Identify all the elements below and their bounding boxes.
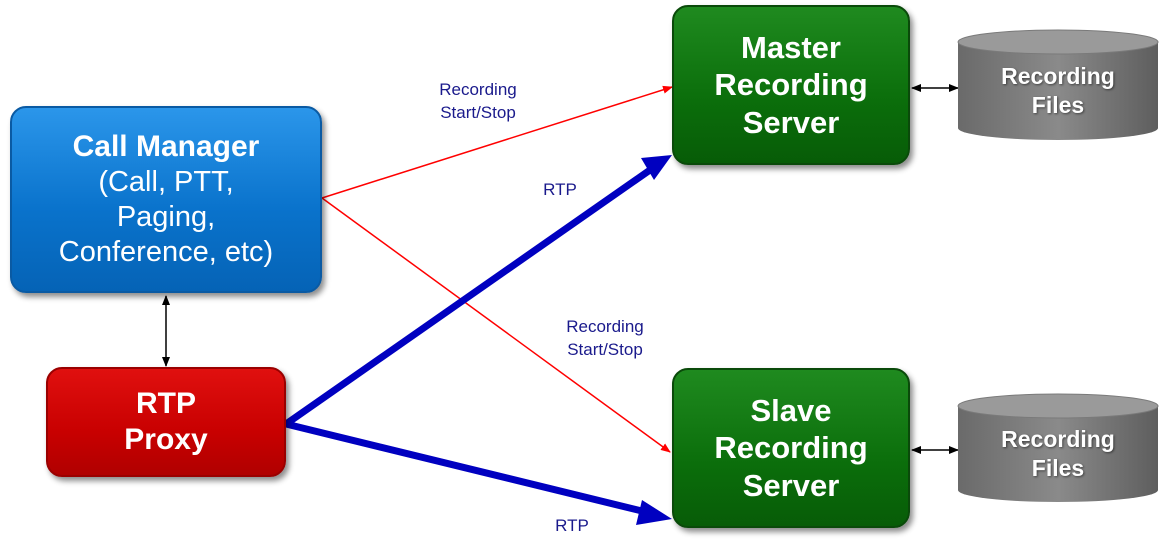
- recording-slave-line-1: Recording: [566, 317, 644, 336]
- call-manager-line-3: Paging,: [116, 201, 216, 234]
- slave-files-line-2: Files: [1031, 454, 1085, 481]
- recording-start-stop-master-label: Recording Start/Stop: [418, 79, 538, 125]
- rtp-arrow-to-master: [282, 166, 654, 428]
- master-server-line-3: Server: [742, 104, 840, 140]
- master-server-box: Master Recording Server: [672, 5, 910, 165]
- rtp-proxy-box: RTP Proxy: [46, 367, 286, 477]
- master-files-line-1: Recording: [1001, 63, 1115, 89]
- master-files-label: Recording Files: [958, 62, 1158, 120]
- call-manager-line-4: Conference, etc): [58, 235, 274, 268]
- rtp-slave-label: RTP: [555, 516, 589, 535]
- recording-start-stop-slave-label: Recording Start/Stop: [545, 316, 665, 362]
- master-server-line-2: Recording: [714, 67, 868, 103]
- rtp-arrowhead-master: [641, 155, 672, 180]
- rtp-proxy-line-1: RTP: [136, 387, 196, 420]
- rtp-arrow-to-slave: [282, 420, 650, 516]
- slave-server-line-1: Slave: [750, 393, 832, 429]
- slave-files-cylinder-icon: [957, 393, 1159, 502]
- master-files-line-2: Files: [1031, 91, 1085, 118]
- call-manager-line-2: (Call, PTT,: [98, 166, 234, 199]
- slave-files-label: Recording Files: [958, 425, 1158, 483]
- slave-server-box: Slave Recording Server: [672, 368, 910, 528]
- slave-server-line-3: Server: [742, 467, 840, 503]
- rtp-arrowhead-slave: [636, 500, 672, 525]
- call-manager-title: Call Manager: [72, 130, 260, 164]
- rtp-proxy-line-2: Proxy: [124, 423, 208, 456]
- control-arrow-to-slave: [321, 197, 671, 453]
- rtp-master-label: RTP: [543, 180, 577, 199]
- recording-master-line-1: Recording: [439, 80, 517, 99]
- slave-files-line-1: Recording: [1001, 426, 1115, 452]
- slave-server-line-2: Recording: [714, 430, 868, 466]
- master-server-line-1: Master: [741, 30, 841, 66]
- control-arrow-to-master: [321, 85, 673, 199]
- master-files-cylinder-icon: [957, 29, 1159, 140]
- call-manager-box: Call Manager (Call, PTT, Paging, Confere…: [10, 106, 322, 293]
- recording-master-line-2: Start/Stop: [440, 102, 516, 122]
- recording-slave-line-2: Start/Stop: [567, 339, 643, 359]
